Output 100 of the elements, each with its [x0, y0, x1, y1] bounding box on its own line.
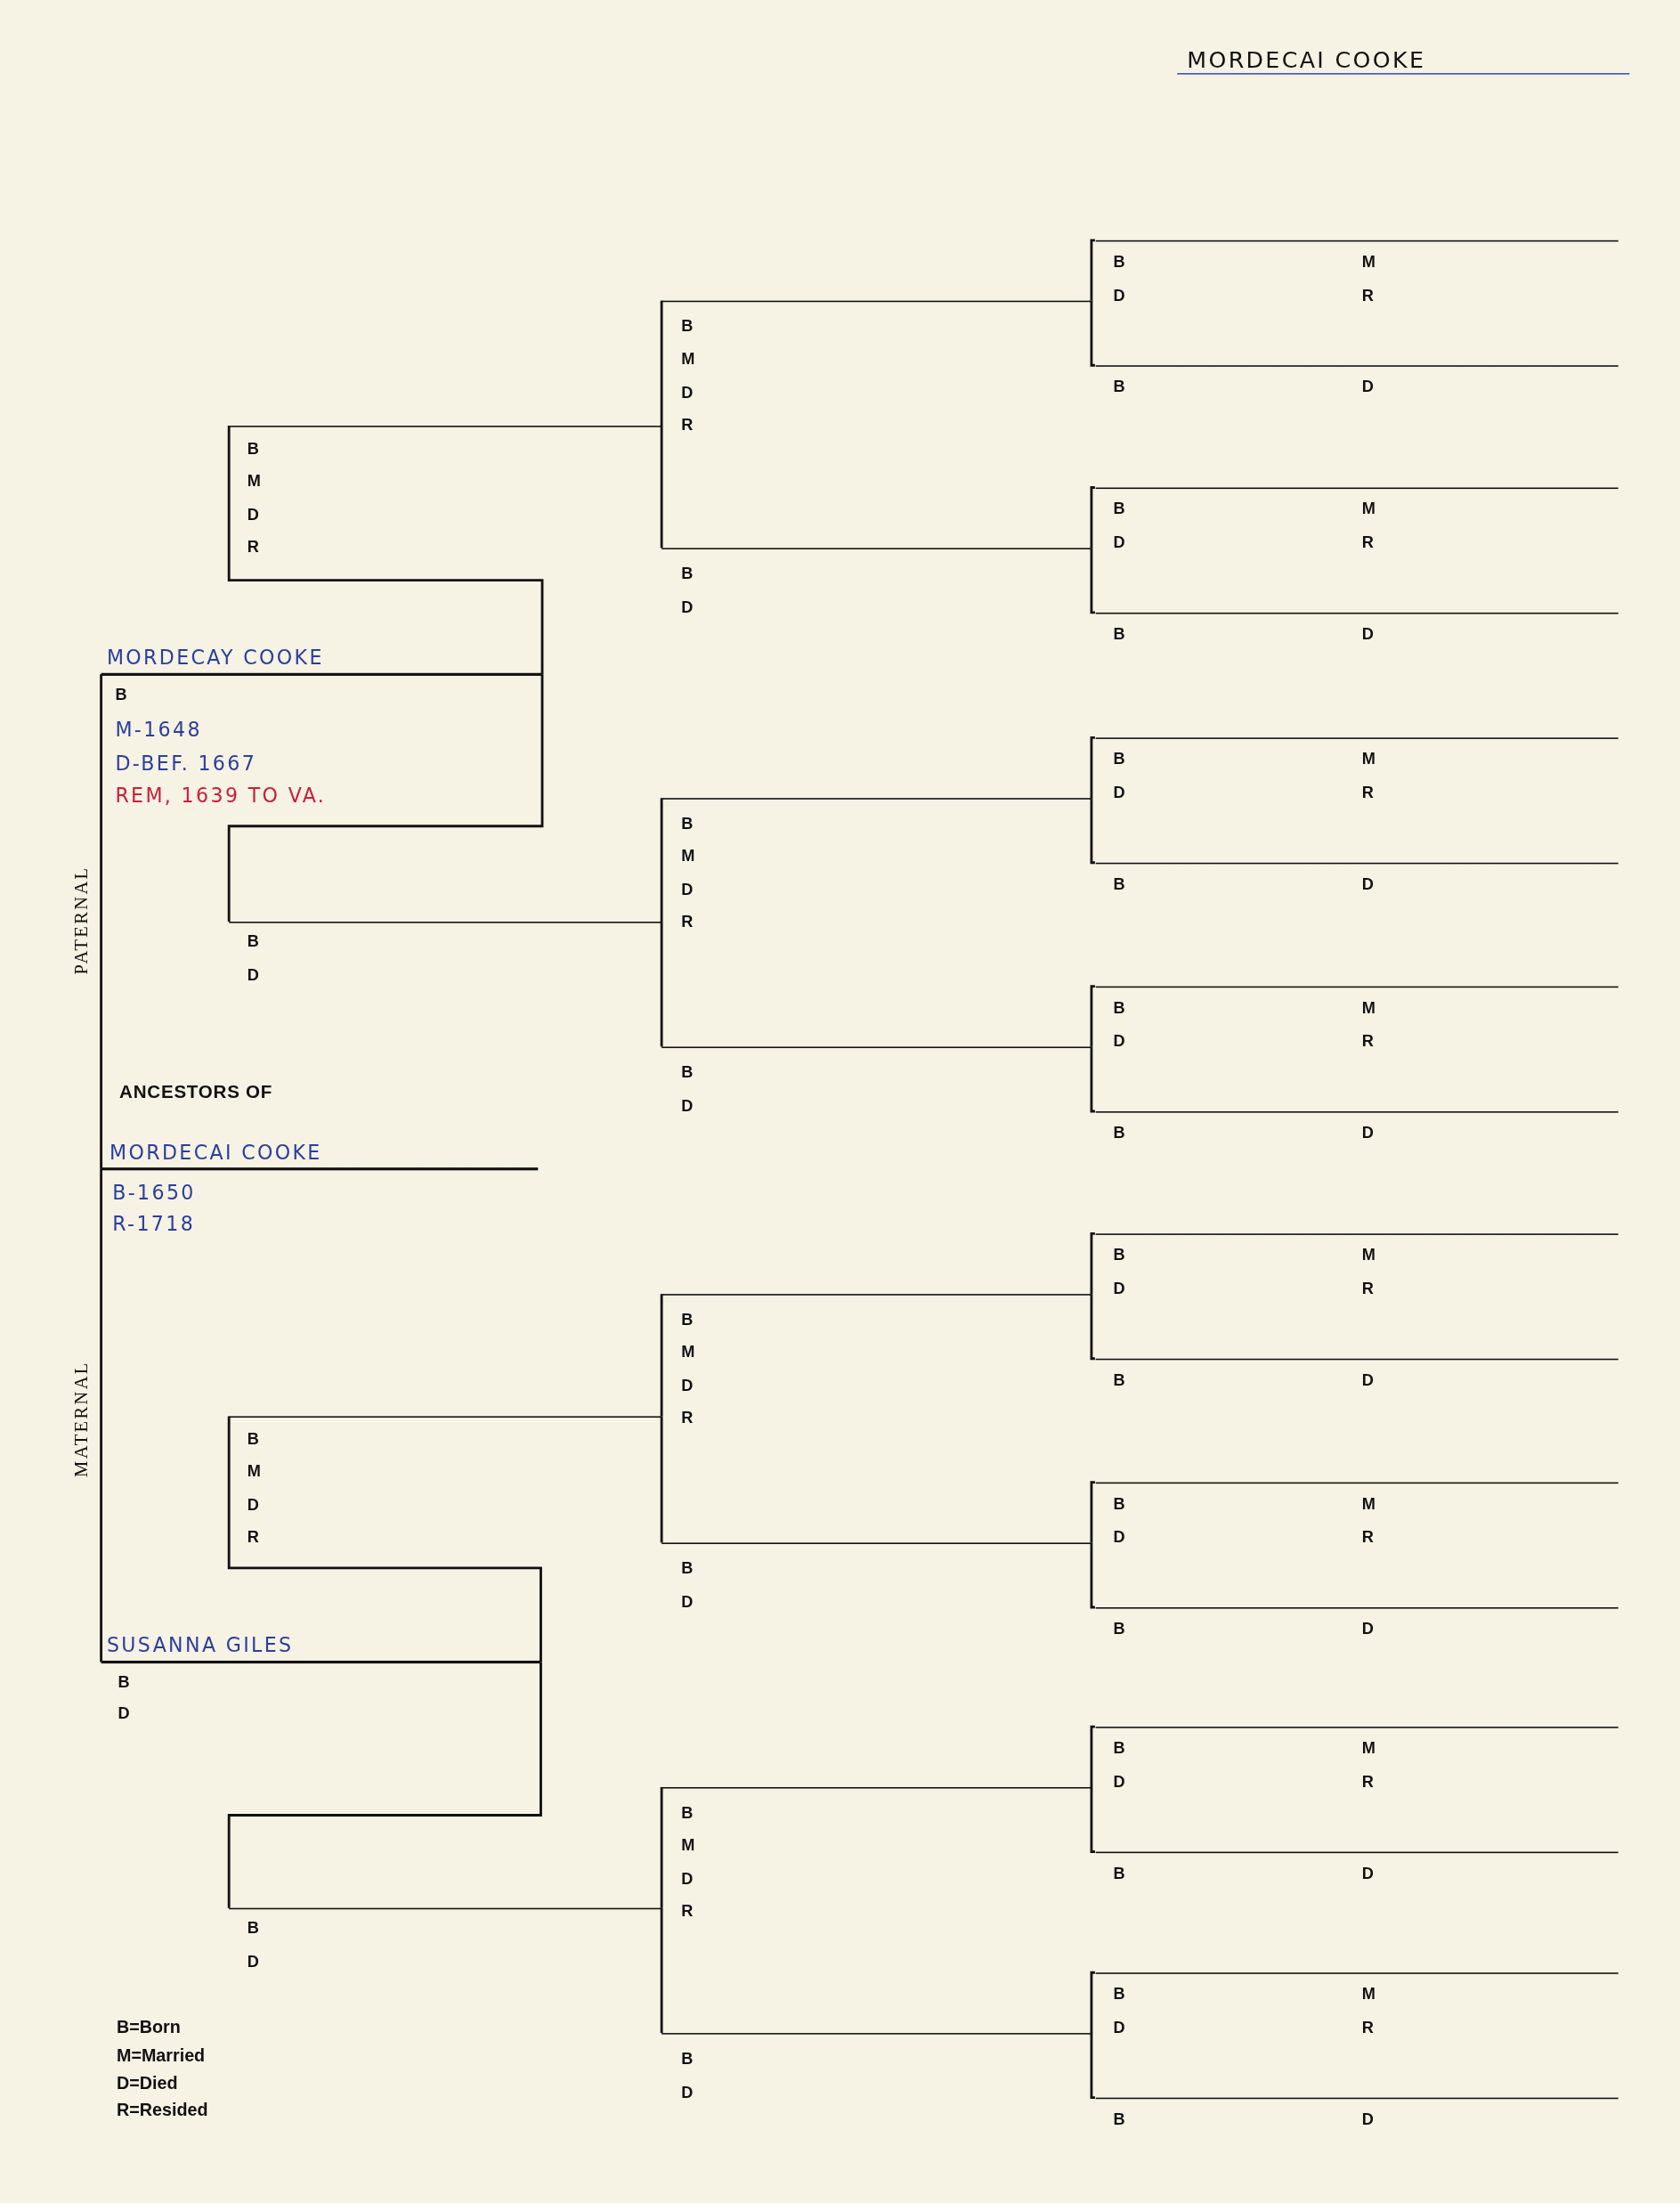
field-label: D — [1361, 1864, 1374, 1883]
handwritten-name: MORDECAY COOKE — [106, 646, 324, 671]
handwritten-entry: D-BEF. 1667 — [115, 752, 257, 776]
connector-line — [1090, 1046, 1095, 1113]
field-label: B — [681, 1063, 694, 1083]
legend-text: B=Born — [116, 2017, 181, 2037]
field-label: M — [247, 1462, 261, 1482]
field-label: R — [1361, 286, 1374, 305]
connector-line — [227, 1662, 542, 1908]
field-label: D — [118, 1703, 130, 1723]
field-label: R — [1361, 1773, 1374, 1792]
field-label: B — [247, 1430, 259, 1450]
field-label: R — [1361, 1032, 1374, 1052]
connector-line — [1090, 1542, 1095, 1609]
connector-line — [1090, 1294, 1095, 1361]
field-label: D — [1361, 1124, 1374, 1143]
field-label: R — [681, 416, 694, 435]
connector-line — [1090, 736, 1095, 799]
field-label: B — [1113, 750, 1125, 769]
field-label: D — [681, 1097, 694, 1117]
field-label: D — [681, 2083, 694, 2102]
connector-line — [1090, 1971, 1095, 2034]
field-label: B — [1113, 998, 1125, 1018]
field-label: D — [1361, 1370, 1374, 1390]
connector-line — [1090, 1232, 1095, 1295]
field-label: B — [115, 685, 127, 704]
field-label: D — [681, 1377, 694, 1396]
legend-text: D=Died — [116, 2073, 178, 2093]
field-label: B — [681, 1803, 694, 1823]
field-label: B — [1113, 378, 1125, 397]
field-label: B — [1113, 1620, 1125, 1639]
field-label: R — [1361, 533, 1374, 553]
connector-line — [1090, 300, 1095, 367]
field-label: D — [1113, 784, 1125, 803]
field-label: D — [247, 966, 259, 986]
field-label: B — [247, 1919, 259, 1939]
connector-line — [1090, 798, 1095, 865]
field-label: B — [247, 932, 259, 952]
field-label: D — [1113, 1032, 1125, 1052]
field-label: R — [681, 1409, 694, 1428]
field-label: D — [681, 1870, 694, 1889]
field-label: M — [1361, 1985, 1376, 2004]
connector-line — [1090, 1481, 1095, 1543]
field-label: D — [247, 506, 259, 524]
connector-line — [1090, 239, 1095, 301]
heading-text: ANCESTORS OF — [119, 1081, 273, 1102]
field-label: D — [1361, 1620, 1374, 1639]
field-label: R — [1361, 2019, 1374, 2038]
field-label: B — [681, 815, 694, 834]
field-label: M — [681, 847, 695, 866]
field-label: B — [1113, 874, 1125, 894]
field-label: D — [1113, 1528, 1125, 1548]
connector-line — [1090, 548, 1095, 614]
connector-line — [1090, 1786, 1095, 1853]
field-label: B — [1113, 1864, 1125, 1883]
field-label: B — [1113, 1494, 1125, 1514]
field-label: R — [1361, 1280, 1374, 1299]
field-label: R — [681, 1902, 694, 1922]
field-label: R — [1361, 784, 1374, 803]
field-label: R — [1361, 1528, 1374, 1548]
field-label: D — [247, 1953, 259, 1972]
field-label: M — [1361, 1246, 1376, 1265]
legend-text: R=Resided — [116, 2100, 208, 2120]
handwritten-entry: REM, 1639 TO VA. — [115, 784, 327, 809]
field-label: M — [1361, 500, 1376, 519]
field-label: B — [118, 1673, 130, 1693]
field-label: B — [1113, 2110, 1125, 2129]
field-label: M — [1361, 998, 1376, 1018]
field-label: D — [681, 383, 694, 402]
field-label: M — [1361, 253, 1376, 272]
connector-line — [660, 300, 663, 427]
field-label: M — [681, 1343, 695, 1362]
handwritten-entry: B-1650 — [112, 1181, 196, 1207]
field-label: B — [681, 2050, 694, 2069]
field-label: D — [681, 598, 694, 618]
handwritten-entry: M-1648 — [115, 718, 202, 743]
field-label: M — [247, 472, 261, 492]
connector-line — [1090, 486, 1095, 549]
field-label: B — [1113, 500, 1125, 519]
field-label: D — [681, 1593, 694, 1613]
field-label: B — [247, 439, 259, 459]
field-label: B — [681, 1311, 694, 1329]
connector-line — [660, 1786, 663, 1908]
field-label: D — [247, 1496, 259, 1516]
handwritten-name: SUSANNA GILES — [106, 1634, 294, 1659]
field-label: M — [1361, 1494, 1376, 1514]
field-label: R — [681, 913, 694, 932]
connector-line — [100, 674, 102, 1169]
handwritten-title: MORDECAI COOKE — [1177, 46, 1630, 75]
field-label: D — [1361, 2110, 1374, 2129]
field-label: D — [681, 881, 694, 900]
field-label: D — [1361, 874, 1374, 894]
field-label: D — [1113, 533, 1125, 553]
legend-text: M=Married — [116, 2045, 206, 2066]
connector-line — [100, 1168, 102, 1662]
field-label: B — [1113, 1246, 1125, 1265]
field-label: B — [1113, 1124, 1125, 1143]
field-label: D — [1361, 378, 1374, 397]
field-label: D — [1113, 286, 1125, 305]
handwritten-entry: R-1718 — [112, 1212, 196, 1237]
